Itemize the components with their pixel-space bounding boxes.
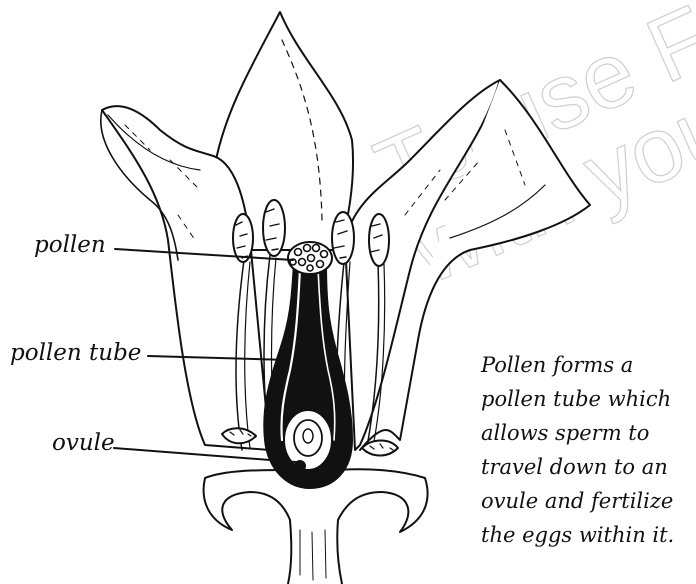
- label-pollen: pollen: [34, 232, 106, 258]
- anther-4: [369, 214, 389, 266]
- label-pollen-tube: pollen tube: [10, 340, 141, 366]
- caption: Pollen forms a pollen tube which allows …: [481, 348, 696, 552]
- caption-line: the eggs within it.: [481, 518, 696, 552]
- stem: [288, 520, 342, 584]
- caption-line: allows sperm to: [481, 416, 696, 450]
- caption-line: ovule and fertilize: [481, 484, 696, 518]
- caption-line: travel down to an: [481, 450, 696, 484]
- caption-line: pollen tube which: [481, 382, 696, 416]
- sepal-left: [204, 470, 290, 530]
- caption-line: Pollen forms a: [481, 348, 696, 382]
- sepal-right: [338, 469, 428, 532]
- nectary-right: [362, 441, 398, 456]
- label-ovule: ovule: [52, 430, 115, 456]
- anther-1: [233, 214, 253, 262]
